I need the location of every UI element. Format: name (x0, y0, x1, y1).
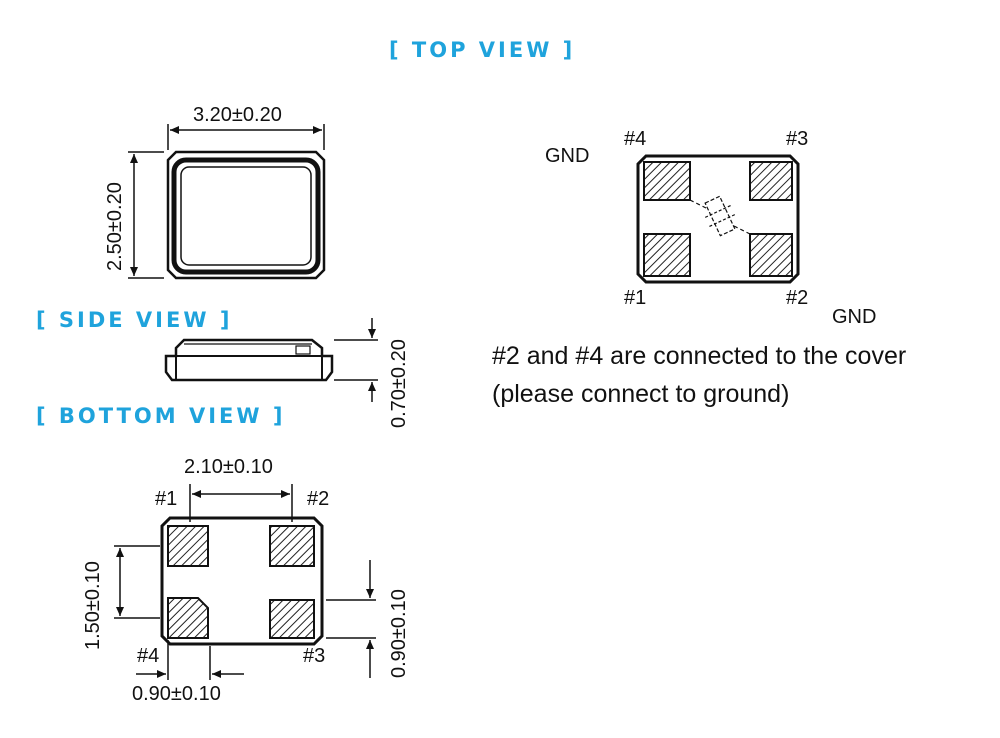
note-line-1: #2 and #4 are connected to the cover (492, 342, 907, 370)
pad-height-label: 0.90±0.10 (388, 589, 410, 678)
pad-width-label: 0.90±0.10 (132, 683, 221, 705)
pin-diagram-package (636, 154, 800, 284)
pin-pad-4 (643, 161, 691, 201)
pad-pitch-x-label: 2.10±0.10 (184, 456, 273, 478)
note-line-2: (please connect to ground) (492, 380, 790, 408)
bottom-pin-4-label: #4 (137, 645, 160, 667)
top-height-label: 2.50±0.20 (104, 182, 126, 271)
side-thickness-dimension (334, 318, 378, 402)
side-thickness-label: 0.70±0.20 (388, 339, 410, 428)
bottom-pad-3 (269, 599, 315, 639)
bottom-pin-1-label: #1 (155, 488, 178, 510)
bottom-pad-4 (167, 597, 209, 639)
crystal-symbol (689, 195, 751, 237)
bottom-view-title: [ BOTTOM VIEW ] (36, 404, 286, 428)
bottom-pads (167, 525, 315, 639)
top-view-title: [ TOP VIEW ] (389, 38, 576, 62)
pad-pitch-x-dimension (189, 484, 293, 522)
side-view-package (164, 338, 334, 382)
pin-1-label: #1 (624, 287, 647, 309)
gnd-label-top: GND (545, 145, 590, 167)
pad-pitch-y-label: 1.50±0.10 (82, 561, 104, 650)
bottom-pad-2 (269, 525, 315, 567)
pin-pad-2 (749, 233, 793, 277)
top-height-dimension (128, 151, 164, 279)
pin-4-label: #4 (624, 128, 647, 150)
top-width-label: 3.20±0.20 (193, 104, 282, 126)
bottom-pin-3-label: #3 (303, 645, 326, 667)
pin-pad-3 (749, 161, 793, 201)
pad-width-dimension (136, 640, 244, 680)
top-view-package (166, 150, 326, 280)
pad-height-dimension (326, 560, 376, 678)
side-view-title: [ SIDE VIEW ] (36, 308, 233, 332)
bottom-view-package (160, 516, 324, 646)
bottom-pin-2-label: #2 (307, 488, 330, 510)
bottom-pad-1 (167, 525, 209, 567)
top-width-dimension (167, 124, 325, 150)
pin-2-label: #2 (786, 287, 809, 309)
pin-diagram-pads (643, 161, 793, 277)
pin-3-label: #3 (786, 128, 809, 150)
gnd-label-bottom: GND (832, 306, 877, 328)
pad-pitch-y-dimension (114, 545, 160, 619)
pin-pad-1 (643, 233, 691, 277)
